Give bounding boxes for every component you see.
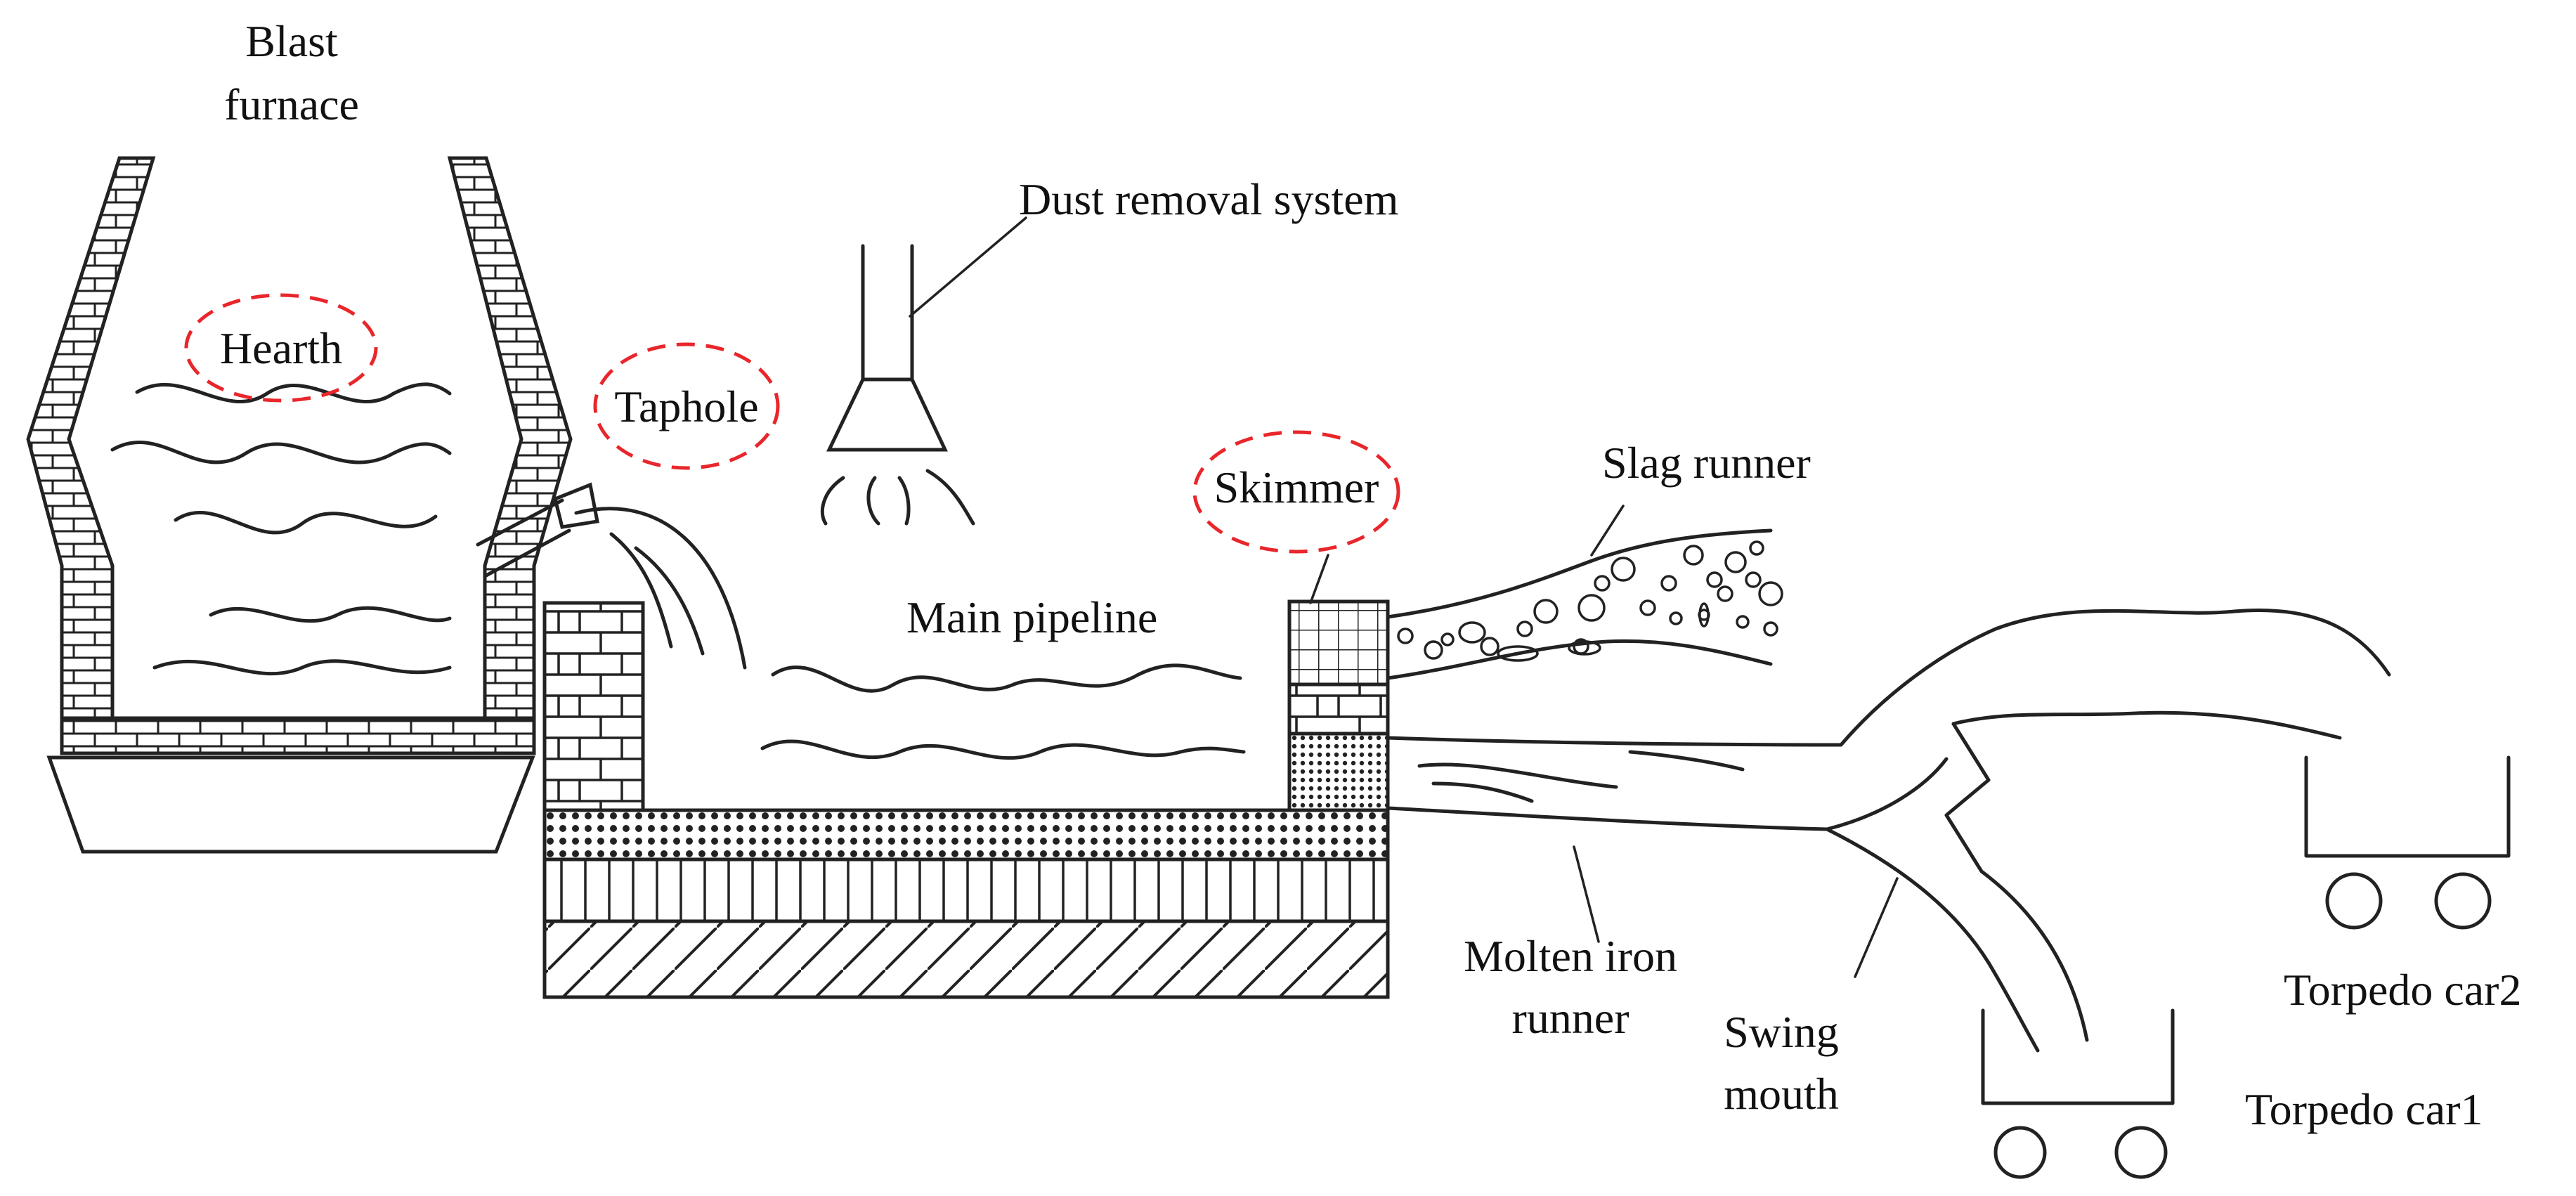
slag-runner	[1386, 505, 1783, 680]
iron-flow-line	[1417, 762, 1618, 789]
torpedo-car-2	[2304, 755, 2511, 930]
hearth-label: Hearth	[220, 323, 342, 373]
molten-iron-runner	[1386, 608, 2391, 1053]
hearth-wave	[209, 606, 452, 623]
main-pipeline-label: Main pipeline	[906, 592, 1157, 642]
skimmer-bricks	[1287, 682, 1390, 736]
skimmer-grid	[1287, 599, 1390, 687]
dust-removal-system-label: Dust removal system	[1019, 174, 1398, 224]
main-pipeline	[542, 601, 1390, 999]
torpedo-car1-label: Torpedo car1	[2245, 1084, 2483, 1134]
furnace-left-wall	[26, 156, 156, 722]
skimmer	[1287, 554, 1390, 812]
pipeline-end-wall	[542, 601, 645, 812]
slag-bubbles	[1397, 540, 1783, 662]
torpedo-car2-label: Torpedo car2	[2284, 965, 2521, 1015]
pipeline-refractory	[542, 857, 1390, 923]
taphole-label: Taphole	[614, 382, 758, 431]
swing-mouth-label: Swing	[1724, 1007, 1839, 1057]
swing-mouth-label-2: mouth	[1724, 1069, 1839, 1119]
hearth-wave	[135, 382, 452, 403]
pipeline-foundation	[542, 919, 1390, 999]
taphole-nozzle	[476, 482, 747, 670]
iron-flow-line	[1628, 750, 1745, 772]
blast-furnace	[26, 156, 573, 854]
hearth-wave	[152, 659, 452, 676]
skimmer-label: Skimmer	[1214, 462, 1379, 512]
molten-iron-runner-label: Molten iron	[1464, 931, 1677, 981]
furnace-floor	[60, 716, 536, 755]
pipeline-wave	[760, 739, 1246, 760]
hearth-highlight	[184, 293, 378, 403]
slag-runner-label: Slag runner	[1602, 438, 1811, 488]
furnace-base	[46, 755, 535, 854]
molten-iron-runner-label-2: runner	[1511, 993, 1629, 1043]
taphole-highlight	[593, 342, 780, 470]
skimmer-dense	[1287, 732, 1390, 812]
pipeline-lining	[542, 808, 1390, 862]
hearth-wave	[174, 510, 438, 535]
pipeline-wave	[771, 663, 1242, 693]
dust-removal-hood	[820, 216, 1027, 526]
skimmer-highlight	[1192, 430, 1400, 554]
hearth-wave	[110, 441, 452, 464]
blast-furnace-label: Blast	[245, 16, 338, 66]
iron-flow-line	[1431, 781, 1534, 803]
blast-furnace-label-2: furnace	[224, 79, 359, 129]
torpedo-car-1	[1981, 1008, 2175, 1179]
